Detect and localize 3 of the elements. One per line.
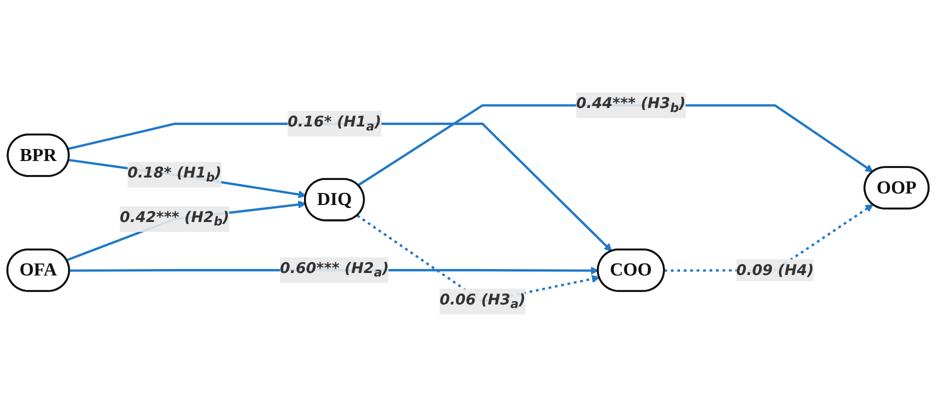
arrow — [66, 200, 306, 262]
arrow — [68, 122, 612, 252]
arrow — [68, 158, 306, 198]
